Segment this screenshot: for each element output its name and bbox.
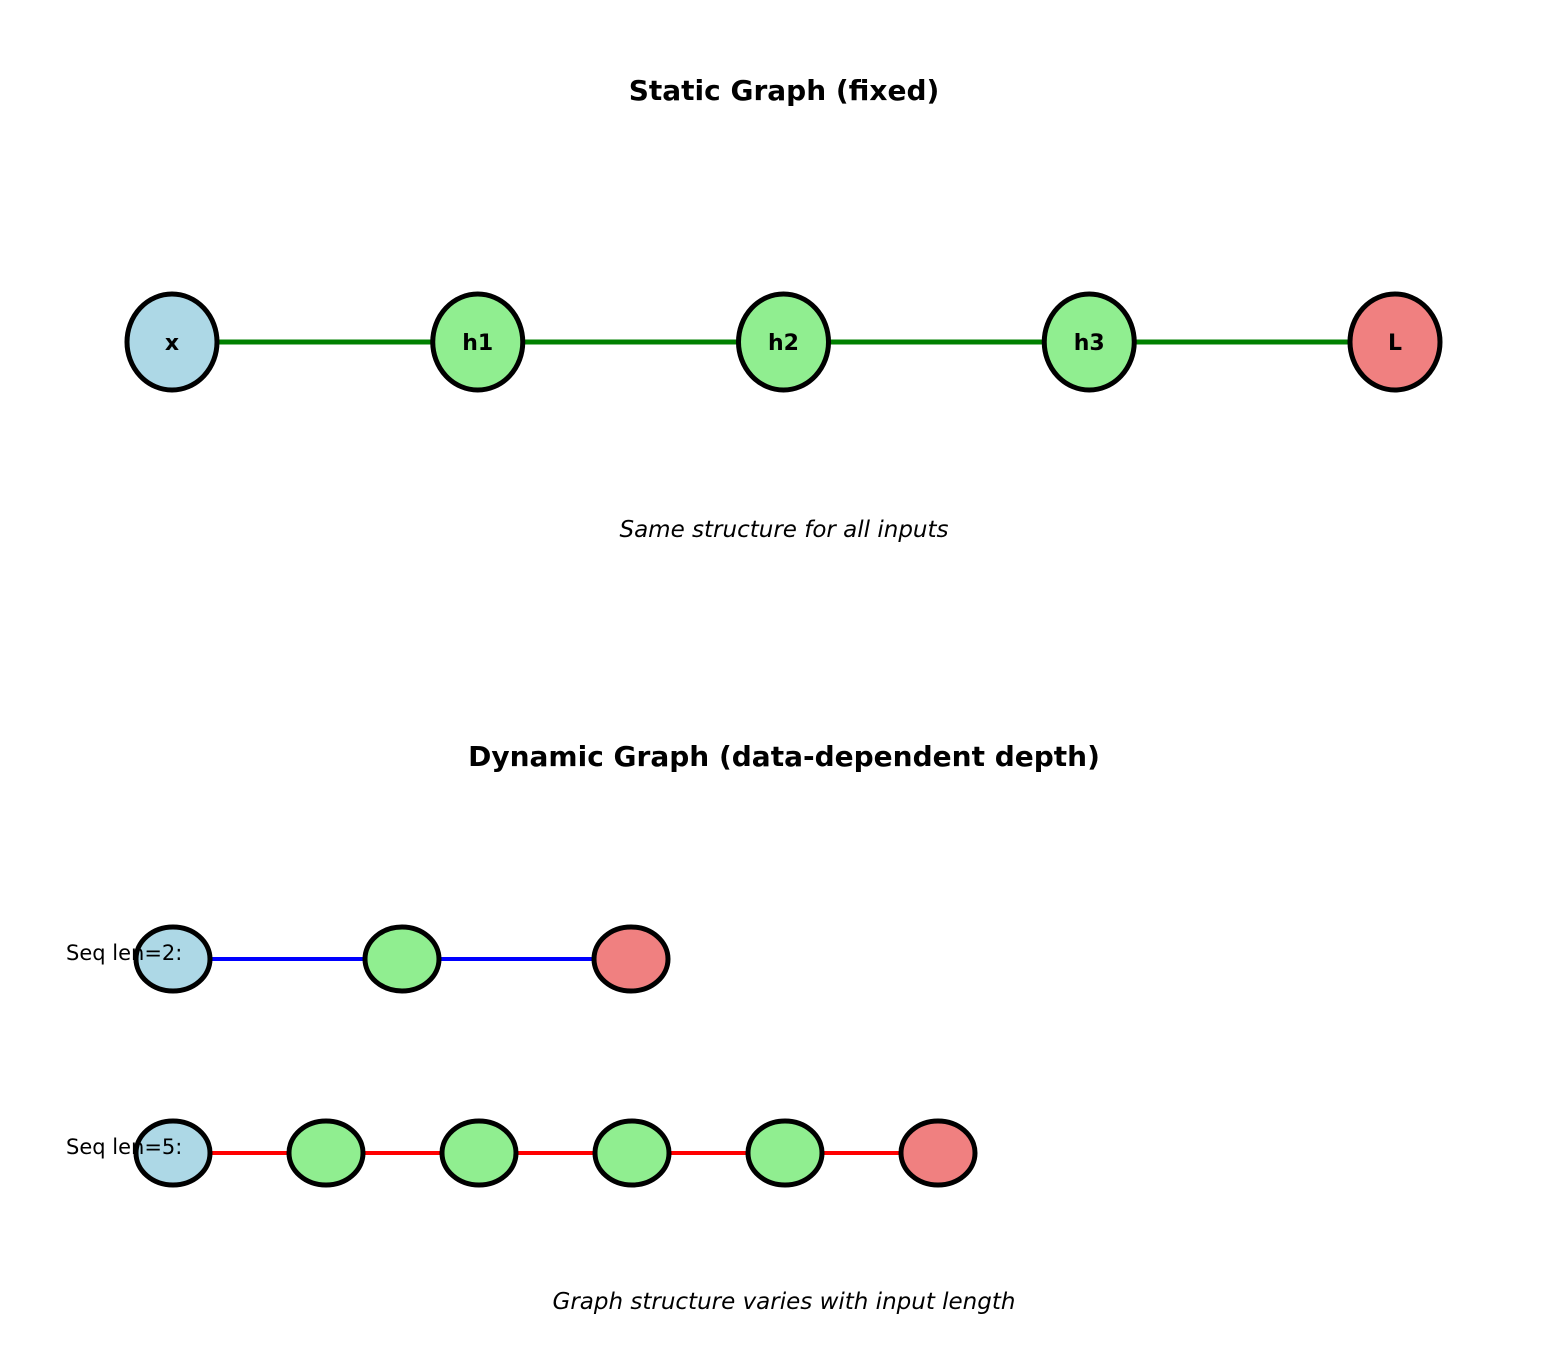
dynamic-row-0-node	[133, 924, 213, 994]
dynamic-row-1-node	[133, 1118, 213, 1188]
static-graph-node-label: h1	[462, 331, 493, 356]
dynamic-row-0-node	[362, 924, 442, 994]
static-graph-node-label: x	[165, 331, 179, 356]
dynamic-row-1-node	[745, 1118, 825, 1188]
dynamic-row-seq-len-2: Seq len=2:	[66, 924, 671, 994]
dynamic-row-label: Seq len=5:	[66, 1135, 182, 1159]
static-graph-section: Static Graph (fixed) x h1 h2 h3 L Same struc…	[124, 74, 1443, 543]
dynamic-row-1-node	[898, 1118, 978, 1188]
dynamic-graph-section: Dynamic Graph (data-dependent depth) Seq…	[66, 740, 1100, 1315]
static-graph-node	[1347, 291, 1443, 393]
static-graph-node-label: L	[1388, 331, 1402, 356]
dynamic-row-seq-len-5: Seq len=5:	[66, 1118, 978, 1188]
dynamic-graph-title: Dynamic Graph (data-dependent depth)	[468, 740, 1100, 773]
static-graph-node	[124, 291, 220, 393]
static-graph-node	[430, 291, 526, 393]
dynamic-row-label: Seq len=2:	[66, 941, 182, 965]
dynamic-graph-caption: Graph structure varies with input length	[553, 1289, 1016, 1315]
static-graph-nodes: x h1 h2 h3 L	[124, 291, 1443, 393]
static-graph-title: Static Graph (fixed)	[629, 74, 940, 107]
dynamic-row-0-node	[591, 924, 671, 994]
static-graph-caption: Same structure for all inputs	[619, 517, 948, 543]
dynamic-row-nodes	[133, 924, 671, 994]
static-graph-node	[736, 291, 831, 393]
static-graph-node	[1041, 291, 1137, 393]
dynamic-row-1-node	[592, 1118, 672, 1188]
static-graph-node-label: h3	[1074, 331, 1105, 356]
dynamic-row-nodes	[133, 1118, 978, 1188]
dynamic-row-1-node	[439, 1118, 519, 1188]
static-graph-node-label: h2	[768, 331, 799, 356]
dynamic-row-1-node	[286, 1118, 366, 1188]
